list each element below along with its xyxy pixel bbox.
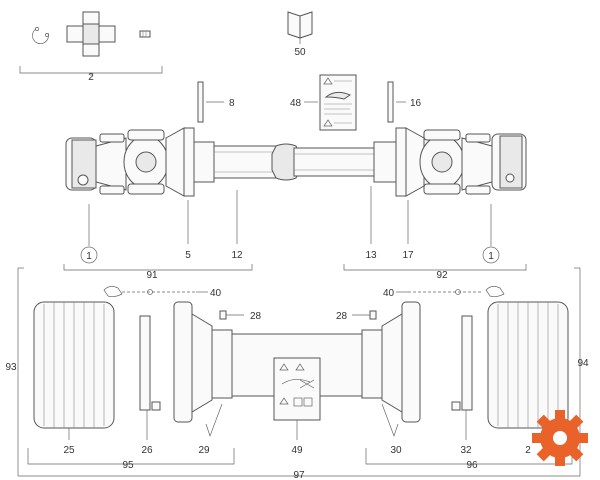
label-13: 13 [365,250,377,261]
label-12: 12 [231,250,243,261]
callout-circle-1-right [482,246,500,264]
label-16: 16 [410,98,422,109]
label-1-left: 1 [86,251,92,262]
manual-book-icon [287,11,313,44]
warning-decal-icon [319,74,357,131]
guard-rod-16 [387,81,394,123]
label-95: 95 [122,460,134,471]
bellows-right [487,301,569,429]
label-40-left: 40 [210,288,222,299]
label-92: 92 [436,270,448,281]
guard-cone-right [361,301,421,423]
drive-shaft-assembly [65,127,527,197]
label-25: 25 [63,445,75,456]
label-2: 2 [88,72,94,83]
label-30: 30 [390,445,402,456]
gear-logo-icon [532,410,588,466]
label-28-right: 28 [336,311,348,322]
screw-right [352,310,377,320]
guard-cone-left [173,301,233,423]
label-50: 50 [294,47,306,58]
label-17: 17 [402,250,414,261]
grease-nipple-icon [139,30,151,38]
label-91: 91 [146,270,158,281]
label-96: 96 [466,460,478,471]
cross-journal-icon [66,11,116,57]
bellows-left [33,301,115,429]
label-1-right: 1 [488,251,494,262]
label-32: 32 [460,445,472,456]
safety-chain-left [103,286,196,298]
label-2-bottom: 2 [525,445,531,456]
center-decal-icon [273,357,321,421]
label-40-right: 40 [383,288,395,299]
circlip-icon [32,27,49,44]
label-5: 5 [185,250,191,261]
safety-chain-right [408,286,505,298]
label-48: 48 [290,98,302,109]
screw-left [219,310,244,320]
label-94: 94 [577,358,589,369]
bearing-ring-right [461,315,473,411]
label-29: 29 [198,445,210,456]
label-49: 49 [291,445,303,456]
bearing-ring-left [139,315,151,411]
callout-circle-1-left [80,246,98,264]
label-28-left: 28 [250,311,262,322]
label-93: 93 [5,362,17,373]
label-97: 97 [293,470,305,480]
label-8: 8 [229,98,235,109]
label-26: 26 [141,445,153,456]
guard-rod-8 [197,81,204,123]
